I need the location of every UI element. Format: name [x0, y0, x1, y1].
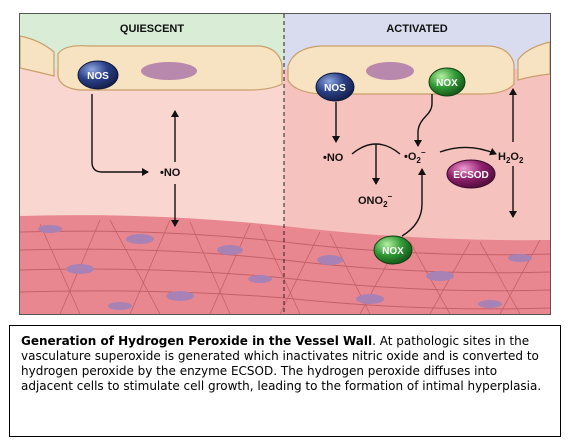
nucleus-right [366, 62, 414, 80]
quiescent-title: QUIESCENT [120, 23, 184, 35]
ecsod-enzyme: ECSOD [446, 159, 496, 189]
activated-title: ACTIVATED [386, 23, 447, 35]
nox-label-bottom: NOX [382, 246, 404, 257]
nos-label-right: NOS [324, 83, 346, 94]
superoxide-label: •O2− [404, 148, 426, 165]
ecsod-label: ECSOD [453, 170, 489, 181]
superoxide-to-h2o2-arrow [439, 146, 497, 156]
nox-enzyme-bottom: NOX [373, 235, 413, 265]
smooth-muscle-layer [20, 215, 550, 314]
caption-text: . At pathologic sites in the vasculature… [21, 334, 542, 393]
nucleus-left [141, 62, 197, 80]
h2o2-label: H2O2 [498, 151, 524, 165]
peroxynitrite-label: ONO2− [358, 192, 393, 209]
nox-to-superoxide-arrow [414, 94, 433, 147]
nox-label-top: NOX [436, 78, 458, 89]
vessel-wall-diagram: QUIESCENT ACTIVATED NOS •NO NOS NOX •NO … [19, 13, 551, 315]
nos-enzyme-left: NOS [77, 60, 119, 90]
caption-title: Generation of Hydrogen Peroxide in the V… [21, 334, 373, 348]
no-label-right: •NO [323, 152, 344, 164]
nox-bottom-to-superoxide-arrow [401, 168, 426, 237]
nox-enzyme-top: NOX [428, 67, 466, 97]
nos-to-no-arrow [91, 94, 149, 176]
nos-enzyme-right: NOS [315, 72, 355, 102]
caption-box: Generation of Hydrogen Peroxide in the V… [9, 325, 561, 437]
nos-label-left: NOS [87, 71, 109, 82]
no-label-left: •NO [160, 167, 181, 179]
